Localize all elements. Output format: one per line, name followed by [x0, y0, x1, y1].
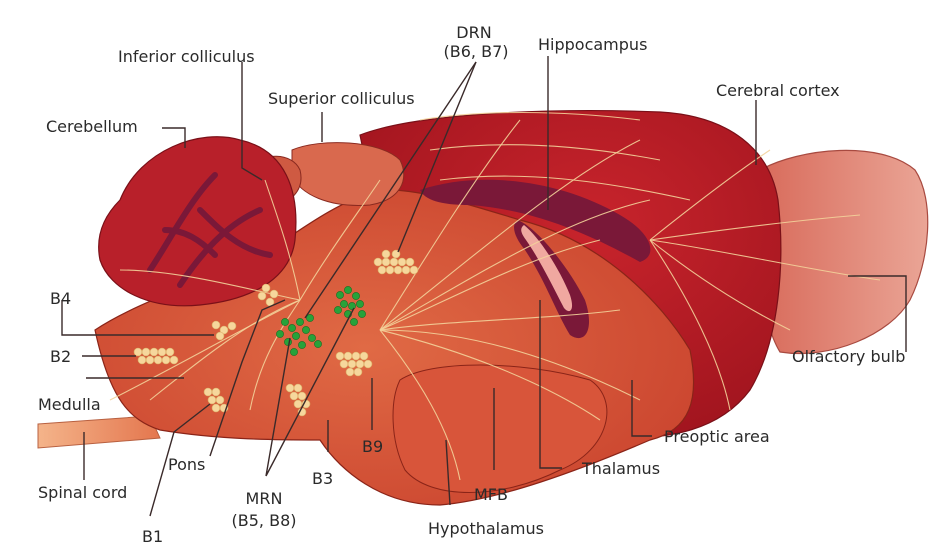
- label-medulla: Medulla: [38, 395, 101, 414]
- label-mrn: MRN: [246, 489, 283, 508]
- label-inferior-colliculus: Inferior colliculus: [118, 47, 255, 66]
- label-superior-colliculus: Superior colliculus: [268, 89, 415, 108]
- label-b3: B3: [312, 469, 333, 488]
- label-b4: B4: [50, 289, 71, 308]
- label-drn: DRN: [456, 23, 491, 42]
- label-b1: B1: [142, 527, 163, 546]
- label-pons: Pons: [168, 455, 205, 474]
- label-mrn-sub: (B5, B8): [232, 511, 297, 530]
- label-b9: B9: [362, 437, 383, 456]
- cerebellum-shape: [99, 137, 296, 306]
- label-preoptic-area: Preoptic area: [664, 427, 770, 446]
- hypothalamus-shape: [393, 365, 607, 493]
- label-cerebral-cortex: Cerebral cortex: [716, 81, 840, 100]
- label-b2: B2: [50, 347, 71, 366]
- label-thalamus: Thalamus: [581, 459, 660, 478]
- label-cerebellum: Cerebellum: [46, 117, 138, 136]
- label-mfb: MFB: [474, 485, 508, 504]
- olfactory-bulb-shape: [757, 150, 928, 353]
- label-hypothalamus: Hypothalamus: [428, 519, 544, 538]
- label-olfactory-bulb: Olfactory bulb: [792, 347, 905, 366]
- label-spinal-cord: Spinal cord: [38, 483, 127, 502]
- label-drn-sub: (B6, B7): [444, 42, 509, 61]
- label-hippocampus: Hippocampus: [538, 35, 647, 54]
